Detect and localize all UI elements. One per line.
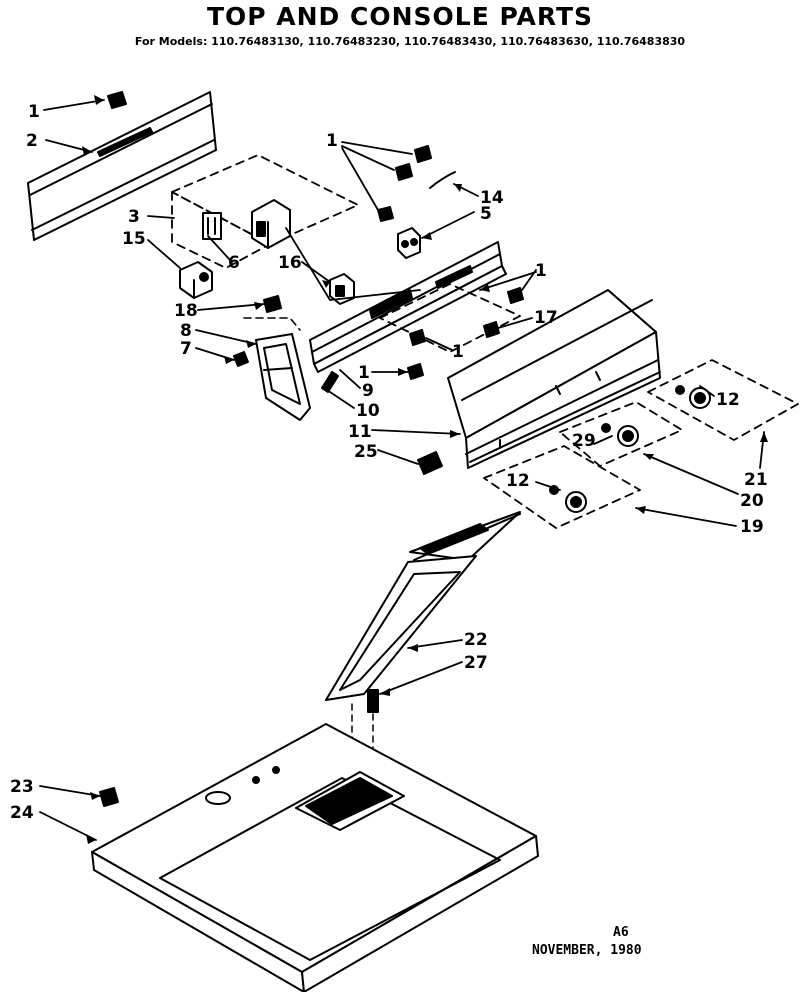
callout-3: 3 [128,207,140,227]
group-box-6 [171,191,271,269]
callout-19: 19 [740,517,764,537]
callout-5: 5 [480,204,492,224]
callout-1: 1 [452,342,464,362]
knob-middle [601,423,639,447]
page-title: TOP AND CONSOLE PARTS [206,2,594,31]
knob-right [675,385,711,409]
callout-1: 1 [326,131,338,151]
callout-12: 12 [716,390,740,410]
lid-part-22 [325,511,521,701]
group-box-20 [559,401,683,467]
callout-22: 22 [464,630,488,650]
callout-7: 7 [180,339,192,359]
callouts: 1 2 1 14 3 5 15 6 16 1 18 17 8 7 1 1 9 1… [10,102,768,823]
callout-21: 21 [744,470,768,490]
callout-2: 2 [26,131,38,151]
callout-20: 20 [740,491,764,511]
switch-part-6 [202,212,222,240]
footer-code: A6 [613,925,629,940]
arrowheads [82,95,768,844]
callout-16: 16 [278,253,302,273]
callout-8: 8 [180,321,192,341]
timer-part-15 [179,261,213,299]
screw-part-1 [107,91,127,109]
group-box-21 [647,359,799,441]
screw-part-1b [377,145,432,222]
bracket-part-5 [397,227,421,259]
callout-18: 18 [174,301,198,321]
top-panel-part-24 [91,723,539,992]
callout-9: 9 [362,381,374,401]
group-box-19 [483,445,641,529]
console-panel-part-11 [447,289,661,469]
leader-lines [39,99,765,841]
wire-part-14 [429,171,456,189]
knob-left [549,485,587,513]
callout-24: 24 [10,803,34,823]
callout-10: 10 [356,401,380,421]
model-list: For Models: 110.76483130, 110.76483230, … [134,35,686,48]
group-box-17 [379,283,521,353]
switch-part-3 [251,199,291,249]
back-trim-panel [27,91,217,241]
pin-part-27 [367,689,379,713]
callout-29: 29 [572,431,596,451]
callout-1: 1 [28,102,40,122]
callout-1: 1 [535,261,547,281]
callout-6: 6 [228,253,240,273]
callout-11: 11 [348,422,372,442]
callout-27: 27 [464,653,488,673]
callout-15: 15 [122,229,146,249]
callout-14: 14 [480,188,504,208]
callout-17: 17 [534,308,558,328]
callout-25: 25 [354,442,378,462]
callout-23: 23 [10,777,34,797]
clip-part-7 [233,351,249,367]
footer-date: NOVEMBER, 1980 [532,943,642,958]
callout-12: 12 [506,471,530,491]
callout-1: 1 [358,363,370,383]
clip-part-25 [417,451,443,475]
bracket-part-8 [255,333,311,421]
control-rail [285,227,507,373]
pin-part-10 [321,371,339,393]
clip-part-23 [99,787,119,807]
